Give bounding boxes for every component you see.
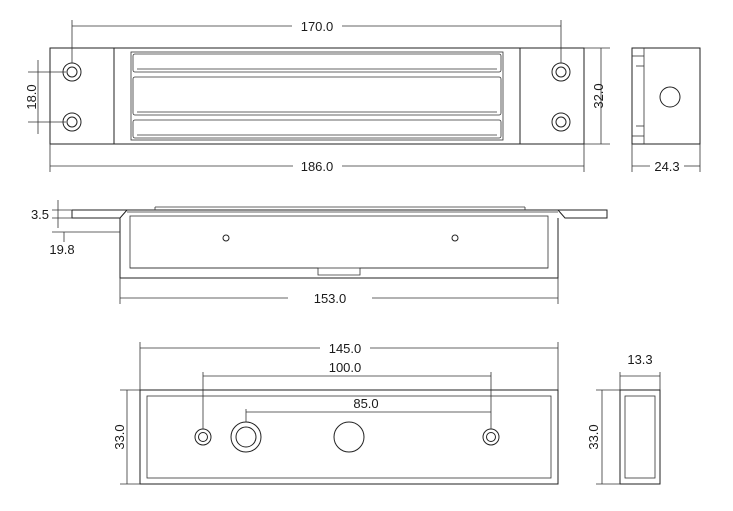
dim-24-3: 24.3 <box>654 159 679 174</box>
side-view: 24.3 <box>631 47 701 174</box>
dim-19-8: 19.8 <box>49 242 74 257</box>
dim-33-left: 33.0 <box>112 424 127 449</box>
dim-33-right: 33.0 <box>586 424 601 449</box>
top-view-magnet-inner <box>130 51 504 141</box>
front-view-flange <box>71 209 608 219</box>
bracket-view: 145.0 100.0 85.0 33.0 <box>112 341 559 485</box>
top-view-rib-1 <box>132 53 502 73</box>
front-view-body <box>119 218 559 279</box>
dim-170: 170.0 <box>301 19 334 34</box>
dim-100: 100.0 <box>329 360 362 375</box>
bracket-hole-large-right <box>333 421 365 453</box>
front-view-hole-left <box>222 234 230 242</box>
dim-18: 18.0 <box>24 84 39 109</box>
side-view-body <box>631 47 701 145</box>
dim-13-3: 13.3 <box>627 352 652 367</box>
front-view-hole-right <box>451 234 459 242</box>
top-view: 170.0 186.0 18.0 32.0 <box>24 19 610 174</box>
dim-186: 186.0 <box>301 159 334 174</box>
bracket-side-view: 13.3 33.0 <box>586 352 661 485</box>
top-view-rib-2 <box>132 76 502 116</box>
dim-85: 85.0 <box>353 396 378 411</box>
dim-145: 145.0 <box>329 341 362 356</box>
dim-3-5: 3.5 <box>31 207 49 222</box>
top-view-rib-3 <box>132 119 502 139</box>
dim-32: 32.0 <box>591 83 606 108</box>
top-view-plate <box>49 47 585 145</box>
bracket-body <box>139 389 559 485</box>
dim-153: 153.0 <box>314 291 347 306</box>
top-view-magnet-body <box>113 47 521 145</box>
front-view: 3.5 19.8 153.0 <box>31 200 608 306</box>
side-view-hole <box>659 86 681 108</box>
bracket-side-body <box>619 389 661 485</box>
